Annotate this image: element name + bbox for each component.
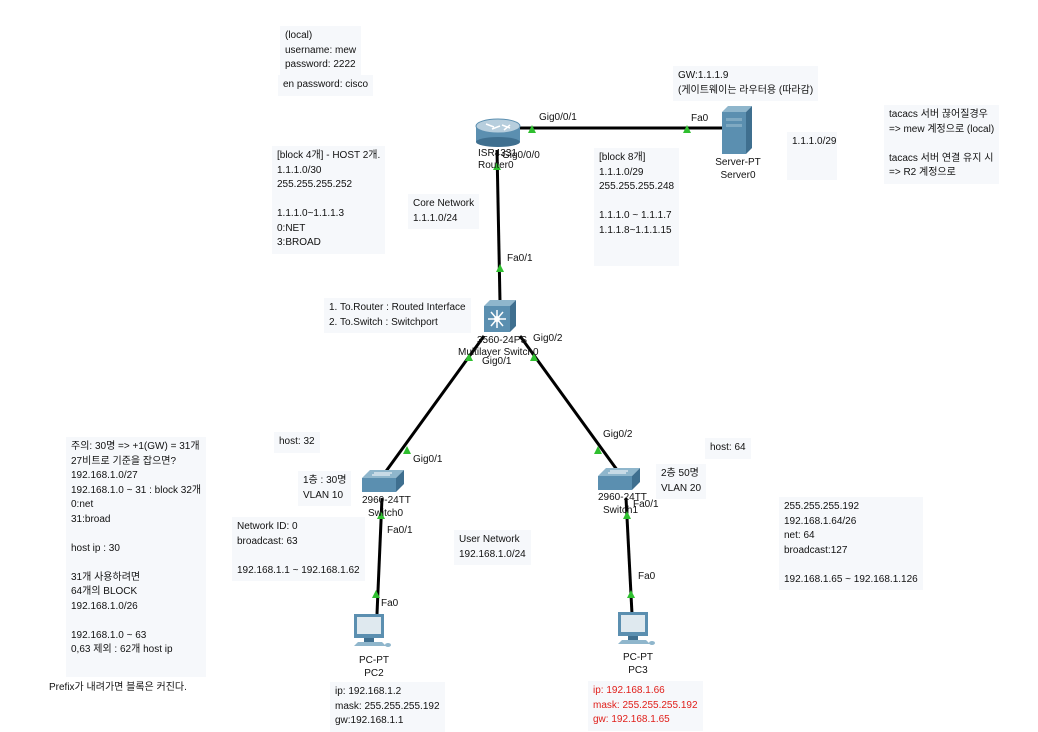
router-icon [475,118,521,147]
port-label-core-fa01: Fa0/1 [507,253,533,264]
port-status-router-gig000 [493,162,501,170]
note-subnet-calc[interactable]: 주의: 30명 => +1(GW) = 31개 27비트로 기준을 잡으면? 1… [66,437,207,677]
note-prefix[interactable]: Prefix가 내려가면 블록은 커진다. [44,678,192,699]
router-device[interactable] [474,114,522,148]
port-status-pc2-fa0 [372,590,380,598]
core-name-label: Multilayer Switch0 [458,347,539,358]
note-vlan10[interactable]: 1층 : 30명 VLAN 10 [298,471,352,506]
note-host64[interactable]: host: 64 [705,438,751,459]
note-enable-password[interactable]: en password: cisco [278,75,374,96]
port-status-core-gig01 [465,353,473,361]
note-pc2-ip[interactable]: ip: 192.168.1.2 mask: 255.255.255.192 gw… [330,682,445,732]
port-label-core-gig01: Gig0/1 [482,356,512,367]
port-label-pc3-fa0: Fa0 [638,571,656,582]
port-status-server-fa0 [683,125,691,133]
port-status-router-gig001 [528,125,536,133]
port-status-pc3-fa0 [627,590,635,598]
port-label-server-fa0: Fa0 [691,113,709,124]
note-block4[interactable]: [block 4개] - HOST 2개. 1.1.1.0/30 255.255… [272,146,386,254]
pc3-name-label: PC3 [628,665,648,676]
server-name-label: Server0 [720,170,756,181]
note-vlan10-network[interactable]: Network ID: 0 broadcast: 63 192.168.1.1 … [232,517,365,581]
port-status-sw1-gig02 [594,446,602,454]
port-status-core-fa01 [496,264,504,272]
port-label-sw1-fa01: Fa0/1 [633,499,659,510]
pc3-type-label: PC-PT [623,652,653,663]
note-core-network[interactable]: Core Network 1.1.1.0/24 [408,194,480,229]
port-status-sw0-gig01 [403,446,411,454]
router-name-label: Router0 [478,160,514,171]
server-type-label: Server-PT [715,157,761,168]
port-label-sw0-gig01: Gig0/1 [413,454,443,465]
link-router-core[interactable] [495,149,502,303]
pc2-type-label: PC-PT [359,655,389,666]
port-label-router-gig000: Gig0/0/0 [502,150,540,161]
router-type-label: ISR4331 [478,148,517,159]
port-label-pc2-fa0: Fa0 [381,598,399,609]
pc2-name-label: PC2 [364,668,384,679]
port-status-sw1-fa01 [623,511,631,519]
multilayer-switch-device[interactable] [484,300,516,332]
switch1-device[interactable] [598,468,640,490]
pc3-device[interactable] [616,612,656,648]
note-server-network[interactable]: 1.1.1.0/29 [787,132,837,180]
server-icon [722,106,752,154]
note-gateway[interactable]: GW:1.1.1.9 (게이트웨이는 라우터용 (따라감) [673,66,819,101]
switch1-name-label: Switch1 [603,505,639,516]
multilayer-switch-icon [484,300,516,332]
port-label-core-gig02: Gig0/2 [533,333,563,344]
note-tacacs[interactable]: tacacs 서버 끊어질경우 => mew 계정으로 (local) taca… [884,105,1000,184]
switch0-icon [362,470,404,492]
note-user-network[interactable]: User Network 192.168.1.0/24 [454,530,531,565]
switch1-icon [598,468,640,490]
port-status-sw0-fa01 [377,511,385,519]
switch0-type-label: 2960-24TT [362,495,411,506]
note-core-roles[interactable]: 1. To.Router : Routed Interface 2. To.Sw… [324,298,471,333]
note-local-account[interactable]: (local) username: mew password: 2222 [280,26,362,76]
port-status-core-gig02 [530,353,538,361]
port-label-sw0-fa01: Fa0/1 [387,525,413,536]
pc2-icon [354,614,391,647]
port-label-sw1-gig02: Gig0/2 [603,429,633,440]
note-vlan20[interactable]: 2층 50명 VLAN 20 [656,464,707,499]
switch0-name-label: Switch0 [368,508,404,519]
note-block8[interactable]: [block 8개] 1.1.1.0/29 255.255.255.248 1.… [594,148,680,266]
note-vlan20-network[interactable]: 255.255.255.192 192.168.1.64/26 net: 64 … [779,497,923,590]
switch1-type-label: 2960-24TT [598,492,647,503]
note-pc3-ip[interactable]: ip: 192.168.1.66 mask: 255.255.255.192 g… [588,681,703,731]
port-label-router-gig001: Gig0/0/1 [539,112,577,123]
pc3-icon [618,612,655,645]
note-host32[interactable]: host: 32 [274,432,320,453]
pc2-device[interactable] [352,614,392,650]
switch0-device[interactable] [362,470,404,492]
core-type-label: 3560-24PS [477,335,528,346]
server-device[interactable] [722,106,752,154]
